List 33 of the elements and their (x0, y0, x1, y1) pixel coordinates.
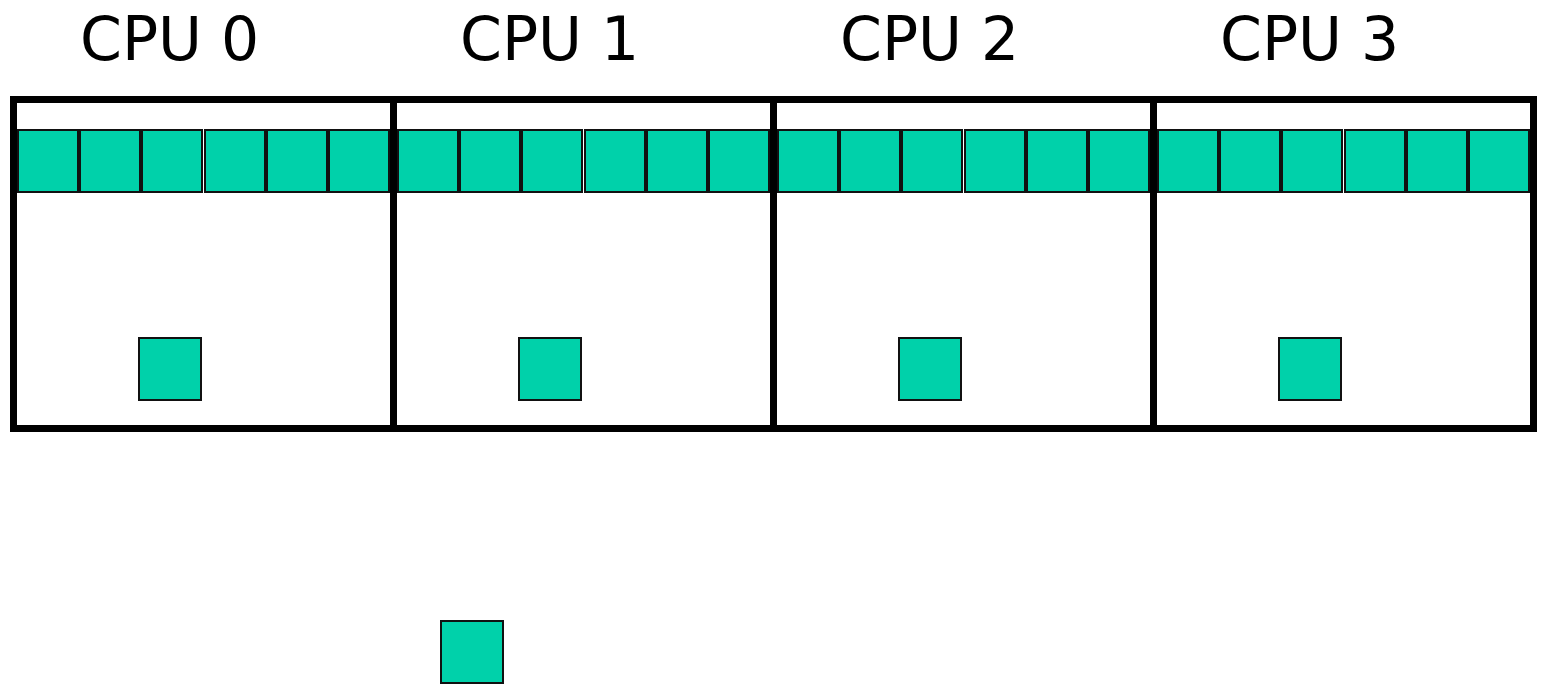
square-block (265, 129, 328, 193)
square-block (583, 129, 646, 193)
square-block (707, 129, 770, 193)
square-block (79, 129, 142, 193)
square-block (1405, 129, 1468, 193)
square-block (1467, 129, 1530, 193)
square-block (777, 129, 840, 193)
cpu-label: CPU 0 (80, 4, 260, 74)
square-block (521, 129, 584, 193)
square-block (17, 129, 80, 193)
square-block (645, 129, 708, 193)
square-block (203, 129, 266, 193)
square-block (397, 129, 460, 193)
square-block (459, 129, 522, 193)
square-block (839, 129, 902, 193)
square-block (1025, 129, 1088, 193)
square-block (898, 337, 962, 401)
square-block (1281, 129, 1344, 193)
square-block (141, 129, 204, 193)
square-block (440, 620, 504, 684)
cpu-label: CPU 3 (1220, 4, 1400, 74)
square-block (1278, 337, 1342, 401)
cpu-label: CPU 2 (840, 4, 1020, 74)
square-block (1343, 129, 1406, 193)
square-block (1157, 129, 1220, 193)
square-block (138, 337, 202, 401)
square-block (901, 129, 964, 193)
square-block (1087, 129, 1150, 193)
cpu-label: CPU 1 (460, 4, 640, 74)
square-block (1219, 129, 1282, 193)
square-block (518, 337, 582, 401)
square-block (327, 129, 390, 193)
square-block (963, 129, 1026, 193)
